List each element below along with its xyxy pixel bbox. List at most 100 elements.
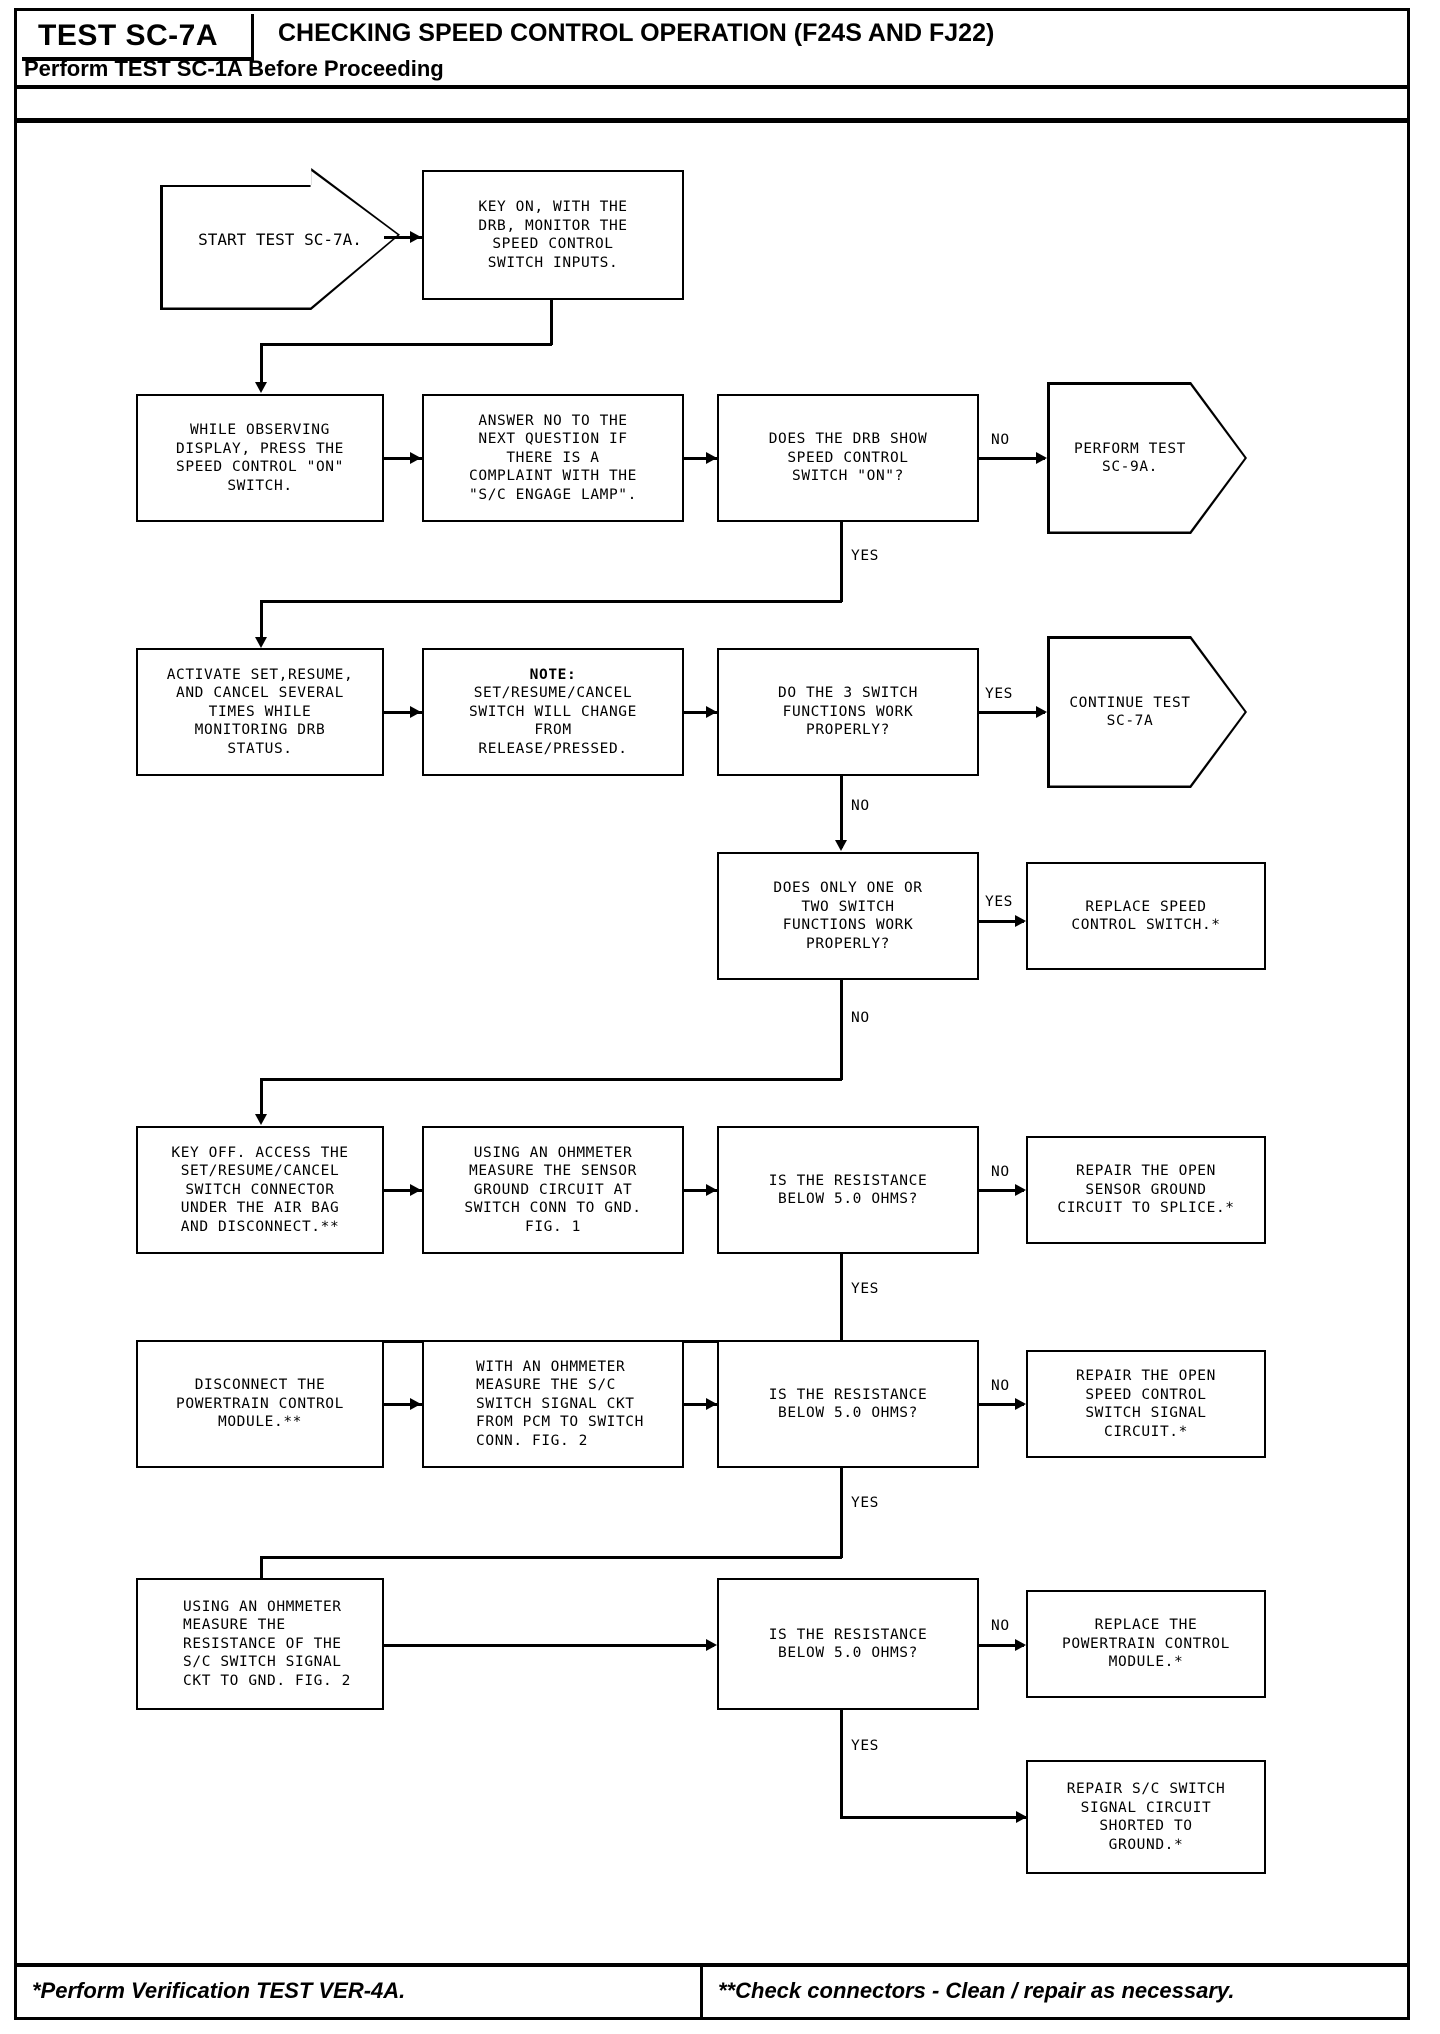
edge-observe-to-answer [384,457,422,460]
node-answer-no: ANSWER NO TO THE NEXT QUESTION IF THERE … [422,394,684,522]
node-note: NOTE: SET/RESUME/CANCEL SWITCH WILL CHAN… [422,648,684,776]
header-band [17,11,1407,89]
arrowhead-res2-no [1015,1398,1026,1410]
arrowhead-keyoff-to-ohm1 [410,1184,421,1196]
node-ohm-sc-to-ground: USING AN OHMMETER MEASURE THE RESISTANCE… [136,1578,384,1710]
node-ohm-sensor-ground-text: USING AN OHMMETER MEASURE THE SENSOR GRO… [464,1144,642,1235]
page-title: CHECKING SPEED CONTROL OPERATION (F24S A… [278,19,995,47]
edge-label-yes-6: YES [851,1738,879,1754]
edge-start-to-keyon [384,236,422,239]
arrowhead-onlyonetwo-yes [1015,915,1026,927]
arrowhead-into-keyoff [255,1114,267,1125]
edge-yes1-left [260,600,842,603]
node-resistance-check-2-text: IS THE RESISTANCE BELOW 5.0 OHMS? [768,1386,928,1422]
node-while-observing-text: WHILE OBSERVING DISPLAY, PRESS THE SPEED… [176,422,344,494]
node-drb-show-sc-on-text: DOES THE DRB SHOW SPEED CONTROL SWITCH "… [768,431,928,485]
edge-note-to-three-switch [684,711,717,714]
node-resistance-check-2: IS THE RESISTANCE BELOW 5.0 OHMS? [717,1340,979,1468]
node-replace-pcm: REPLACE THE POWERTRAIN CONTROL MODULE.* [1026,1590,1266,1698]
node-key-off: KEY OFF. ACCESS THE SET/RESUME/CANCEL SW… [136,1126,384,1254]
node-repair-shorted-to-ground-text: REPAIR S/C SWITCH SIGNAL CIRCUIT SHORTED… [1066,1781,1226,1853]
node-three-switch-work: DO THE 3 SWITCH FUNCTIONS WORK PROPERLY? [717,648,979,776]
edge-label-no-4: NO [991,1164,1010,1180]
edge-res2-yes-down [840,1468,843,1558]
arrowhead-observe-to-answer [410,452,421,464]
edge-onlyonetwo-no-down [840,980,843,1080]
edge-label-yes-3: YES [985,894,1013,910]
arrowhead-ohm1-to-res1 [706,1184,717,1196]
edge-yes5-left [260,1556,842,1559]
node-perform-sc9a-text: PERFORM TEST SC-9A. [1074,440,1186,476]
header-rule [17,118,1407,123]
node-replace-sc-switch-text: REPLACE SPEED CONTROL SWITCH.* [1071,898,1221,934]
node-replace-pcm-text: REPLACE THE POWERTRAIN CONTROL MODULE.* [1062,1617,1230,1671]
node-drb-show-sc-on: DOES THE DRB SHOW SPEED CONTROL SWITCH "… [717,394,979,522]
footer-note-right: **Check connectors - Clean / repair as n… [718,1978,1235,2003]
node-disconnect-pcm-text: DISCONNECT THE POWERTRAIN CONTROL MODULE… [176,1377,344,1431]
node-three-switch-work-text: DO THE 3 SWITCH FUNCTIONS WORK PROPERLY? [778,685,918,739]
node-answer-no-text: ANSWER NO TO THE NEXT QUESTION IF THERE … [469,412,637,503]
node-ohm-sc-signal-text: WITH AN OHMMETER MEASURE THE S/C SWITCH … [476,1358,644,1449]
node-replace-sc-switch: REPLACE SPEED CONTROL SWITCH.* [1026,862,1266,970]
edge-keyon-down [550,300,553,345]
edge-label-yes-5: YES [851,1495,879,1511]
edge-label-no-6: NO [991,1618,1010,1634]
arrowhead-activate-to-note [410,706,421,718]
node-repair-open-sensor-ground-text: REPAIR THE OPEN SENSOR GROUND CIRCUIT TO… [1057,1163,1235,1217]
node-resistance-check-1: IS THE RESISTANCE BELOW 5.0 OHMS? [717,1126,979,1254]
node-repair-shorted-to-ground: REPAIR S/C SWITCH SIGNAL CIRCUIT SHORTED… [1026,1760,1266,1874]
edge-activate-to-note [384,711,422,714]
node-resistance-check-1-text: IS THE RESISTANCE BELOW 5.0 OHMS? [768,1172,928,1208]
test-id-badge: TEST SC-7A [22,14,254,61]
node-key-on-text: KEY ON, WITH THE DRB, MONITOR THE SPEED … [478,199,628,271]
edge-yes1-down [260,600,263,642]
node-only-one-or-two-text: DOES ONLY ONE OR TWO SWITCH FUNCTIONS WO… [773,880,923,952]
edge-res3-no [979,1644,1024,1647]
edge-ohm2-to-res2 [684,1403,717,1406]
node-note-label: NOTE: [529,666,577,683]
arrowhead-start-to-keyon [410,231,421,243]
edge-label-yes-1: YES [851,548,879,564]
edge-label-no-3: NO [851,1010,870,1026]
edge-res1-no [979,1189,1024,1192]
edge-keyoff-to-ohm1 [384,1189,422,1192]
arrowhead-pcm-to-ohm2 [410,1398,421,1410]
arrowhead-into-repair-shorted [1016,1811,1027,1823]
test-id-label: TEST SC-7A [38,18,219,52]
node-repair-open-signal-text: REPAIR THE OPEN SPEED CONTROL SWITCH SIG… [1076,1368,1216,1440]
node-start-test-text: START TEST SC-7A. [198,229,362,249]
footer-band [17,1963,1407,2017]
node-activate-set: ACTIVATE SET,RESUME, AND CANCEL SEVERAL … [136,648,384,776]
node-activate-set-text: ACTIVATE SET,RESUME, AND CANCEL SEVERAL … [166,666,354,757]
node-resistance-check-3-text: IS THE RESISTANCE BELOW 5.0 OHMS? [768,1626,928,1662]
node-continue-sc7a-text: CONTINUE TEST SC-7A [1069,694,1191,730]
node-repair-open-signal: REPAIR THE OPEN SPEED CONTROL SWITCH SIG… [1026,1350,1266,1458]
edge-label-no-5: NO [991,1378,1010,1394]
arrowhead-note-to-three-switch [706,706,717,718]
arrowhead-into-observe [255,382,267,393]
page-border [14,8,1410,2020]
edge-three-switch-yes [979,711,1045,714]
edge-no3-down [260,1078,263,1120]
node-ohm-sc-to-ground-text: USING AN OHMMETER MEASURE THE RESISTANCE… [183,1598,351,1689]
node-while-observing: WHILE OBSERVING DISPLAY, PRESS THE SPEED… [136,394,384,522]
edge-drbshow-yes-down [840,522,843,602]
arrowhead-ohm3-to-res3 [706,1639,717,1651]
arrowhead-ohm2-to-res2 [706,1398,717,1410]
node-ohm-sensor-ground: USING AN OHMMETER MEASURE THE SENSOR GRO… [422,1126,684,1254]
page-subtitle: Perform TEST SC-1A Before Proceeding [24,56,444,81]
edge-label-yes-2: YES [985,686,1013,702]
node-key-on: KEY ON, WITH THE DRB, MONITOR THE SPEED … [422,170,684,300]
edge-res3-yes-down [840,1710,843,1818]
edge-yes6-right [840,1816,1026,1819]
edge-label-no-1: NO [991,432,1010,448]
footer-divider [700,1967,703,2017]
arrowhead-into-activate [255,637,267,648]
edge-no3-left [260,1078,842,1081]
edge-three-switch-no-down [840,776,843,848]
arrowhead-drbshow-no [1036,452,1047,464]
node-disconnect-pcm: DISCONNECT THE POWERTRAIN CONTROL MODULE… [136,1340,384,1468]
arrowhead-res3-no [1015,1639,1026,1651]
edge-label-yes-4: YES [851,1281,879,1297]
edge-ohm1-to-res1 [684,1189,717,1192]
